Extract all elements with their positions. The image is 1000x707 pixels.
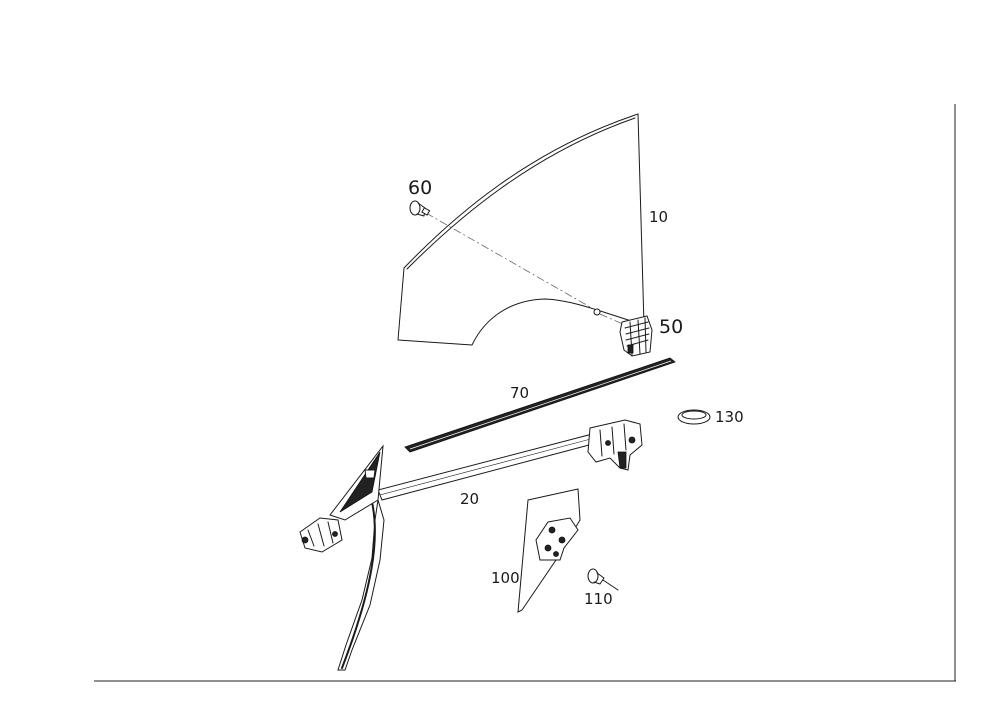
door-glass-10 [397, 113, 645, 346]
window-regulator-20 [299, 419, 643, 671]
drawing-frame [94, 104, 956, 682]
weatherstrip-70 [404, 357, 676, 453]
callout-100: 100 [491, 569, 520, 587]
glass-hole [593, 308, 601, 316]
rivet-110 [587, 568, 619, 591]
callout-70: 70 [510, 384, 529, 402]
assembly-line-2 [599, 313, 626, 326]
grommet-130 [677, 409, 711, 425]
bolt-60 [409, 200, 431, 217]
callout-130: 130 [715, 408, 744, 426]
assembly-line [425, 212, 598, 312]
callout-60: 60 [408, 177, 432, 199]
callout-10: 10 [649, 208, 668, 226]
callout-110: 110 [584, 590, 613, 608]
guide-clip-50 [619, 315, 653, 357]
carrier-plate-100 [517, 488, 581, 613]
callout-20: 20 [460, 490, 479, 508]
callout-50: 50 [659, 316, 683, 338]
